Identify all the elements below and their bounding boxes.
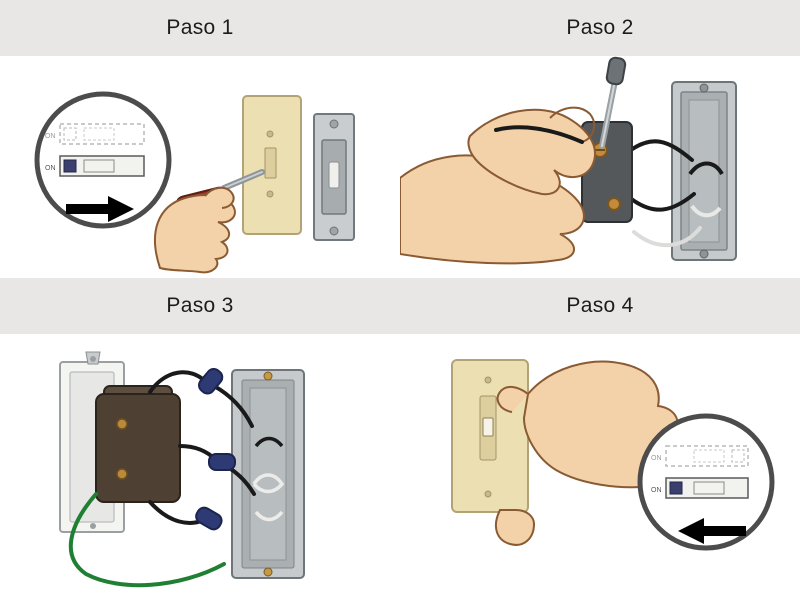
switch-diagram-active: ON <box>651 477 749 499</box>
step-1-panel: ON ON <box>0 56 400 278</box>
step-4-title: Paso 4 <box>566 294 634 317</box>
switch-diagram-ghost: ON <box>45 123 145 145</box>
hand <box>494 360 681 546</box>
wire-nut <box>195 506 223 531</box>
on-label-ghost: ON <box>651 455 662 462</box>
step-4-panel: ON ON <box>400 334 800 603</box>
wire-nut <box>198 367 224 395</box>
step-3-title: Paso 3 <box>166 294 234 317</box>
electrical-box <box>671 81 737 261</box>
paso-1-illustration: ON ON <box>34 91 355 274</box>
step-2-panel <box>400 56 800 278</box>
wall-plate <box>242 95 302 235</box>
step-3-panel <box>0 334 400 603</box>
step-1-title: Paso 1 <box>166 16 234 39</box>
switch-mechanism <box>313 113 355 241</box>
on-label-active: ON <box>651 487 662 494</box>
dimmer-body <box>95 385 181 503</box>
on-label-active: ON <box>45 165 56 172</box>
arrow-right-icon <box>66 196 134 222</box>
paso-3-illustration <box>59 351 305 588</box>
wire-left <box>494 125 584 144</box>
illustration-row-1: ON ON <box>0 56 800 278</box>
wire-nuts <box>195 367 236 531</box>
step-2-title: Paso 2 <box>566 16 634 39</box>
wires <box>626 139 702 247</box>
screwdriver <box>599 56 627 149</box>
wall-plate <box>451 359 529 513</box>
magnifier-inset: ON ON <box>34 91 172 229</box>
step-header-row-2: Paso 3 Paso 4 <box>0 278 800 334</box>
magnifier-inset: ON ON <box>637 413 775 551</box>
switch-diagram-ghost: ON <box>651 445 749 467</box>
paso-4-illustration: ON ON <box>451 359 775 551</box>
step-header-row-1: Paso 1 Paso 2 <box>0 0 800 56</box>
hand <box>154 186 236 274</box>
paso-2-illustration <box>400 56 737 265</box>
arrow-left-icon <box>678 518 746 544</box>
illustration-row-2: ON ON <box>0 334 800 603</box>
wire-nut <box>208 453 236 471</box>
switch-diagram-active: ON <box>45 155 145 177</box>
on-label-ghost: ON <box>45 133 56 140</box>
electrical-box <box>231 369 305 579</box>
